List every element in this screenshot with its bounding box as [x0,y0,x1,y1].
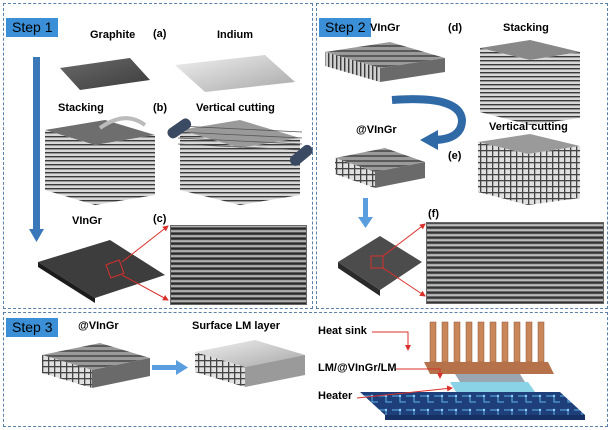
step2-panel [316,3,608,309]
step2-down-arrow [358,198,373,228]
step2-curved-arrow [391,95,467,144]
step2-at-vingr-grid [335,148,425,188]
step3-panel [3,312,608,427]
stacking-block [45,116,155,205]
step1-process-arrow [29,57,44,242]
vingr-sample [38,240,165,298]
at-vingr-label-step3: @VInGr [78,320,119,332]
graphite-sheet [60,58,150,90]
at-vingr-sample [338,236,422,290]
stacking-label-step1: Stacking [58,102,104,114]
vertical-cutting-label-step2: Vertical cutting [489,121,568,133]
panel-e-label: (e) [448,150,462,162]
graphite-label: Graphite [90,29,136,41]
panel-b-label: (b) [153,102,168,114]
step2-stacking-block [480,40,580,125]
lm-stack-label: LM/@VInGr/LM [318,362,397,374]
heat-sink-label: Heat sink [318,325,367,337]
step3-badge: Step 3 [6,318,59,337]
vertical-cutting-block [167,118,313,205]
panel-f-label: (f) [428,208,439,220]
indium-label: Indium [217,29,254,41]
panel-c-label: (c) [153,213,167,225]
vingr-label-step1: VInGr [72,215,102,227]
step2-vingr-slab [325,42,445,82]
panel-d-label: (d) [448,22,463,34]
step1-badge: Step 1 [6,18,59,37]
micrograph-f [426,222,604,304]
heat-sink-assembly [360,321,585,420]
step1-panel [3,3,313,309]
stacking-label-step2: Stacking [503,22,549,34]
vingr-label-step2: VInGr [370,22,400,34]
micrograph-c [170,225,307,305]
indium-sheet [175,55,295,92]
heater-label: Heater [318,390,353,402]
at-vingr-label-step2: @VInGr [356,124,397,136]
surface-lm-layer-grid [195,340,305,387]
step3-at-vingr-grid [42,343,150,388]
step3-right-arrow [152,360,188,375]
vertical-cutting-label-step1: Vertical cutting [196,102,275,114]
panel-a-label: (a) [153,28,167,40]
surface-lm-layer-label: Surface LM layer [192,320,281,332]
step2-vertical-cutting-block [478,134,580,205]
step2-badge: Step 2 [319,18,372,37]
